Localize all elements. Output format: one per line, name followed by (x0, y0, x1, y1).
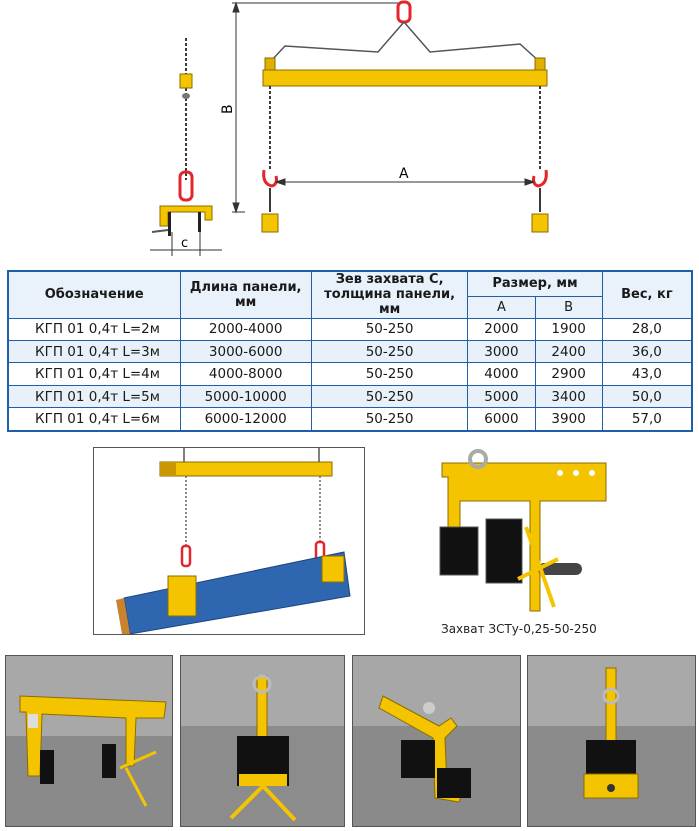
table-row: КГП 01 0,4т L=5м 5000-10000 50-250 5000 … (7, 384, 693, 409)
technical-diagram: B c A (150, 0, 549, 256)
dimension-a-label: A (399, 166, 409, 182)
cell-a: 6000 (467, 407, 536, 432)
cell-jaw: 50-250 (310, 317, 469, 341)
header-length: Длина панели, мм (179, 270, 312, 319)
photo-clamp-rear (527, 655, 696, 827)
cell-jaw: 50-250 (310, 339, 469, 364)
table-row: КГП 01 0,4т L=3м 3000-6000 50-250 3000 2… (7, 339, 693, 364)
cell-designation: КГП 01 0,4т L=2м (7, 317, 181, 341)
table-row: КГП 01 0,4т L=6м 6000-12000 50-250 6000 … (7, 407, 693, 432)
clamp-angle-illustration (353, 656, 520, 803)
cell-length: 3000-6000 (179, 339, 312, 364)
cell-b: 2400 (534, 339, 603, 364)
beam-panel-illustration (116, 448, 351, 634)
dimension-b (232, 1, 400, 214)
cell-length: 2000-4000 (179, 317, 312, 341)
clamp-caption: Захват ЗСТу-0,25-50-250 (441, 622, 597, 636)
cell-a: 3000 (467, 339, 536, 364)
cell-b: 3900 (534, 407, 603, 432)
table-row: КГП 01 0,4т L=4м 4000-8000 50-250 4000 2… (7, 362, 693, 386)
cell-b: 3400 (534, 384, 603, 409)
table-row: КГП 01 0,4т L=2м 2000-4000 50-250 2000 1… (7, 317, 693, 341)
photo-beam-with-panel (93, 447, 365, 635)
clamp-side-illustration (6, 656, 172, 807)
cell-length: 4000-8000 (179, 362, 312, 386)
cell-jaw: 50-250 (310, 362, 469, 386)
header-size: Размер, мм (467, 270, 603, 297)
cell-designation: КГП 01 0,4т L=3м (7, 339, 181, 364)
spec-table: Обозначение Длина панели, мм Зев захвата… (7, 270, 693, 432)
cell-weight: 36,0 (601, 339, 693, 364)
clamp-front-illustration (181, 656, 344, 822)
photo-clamp-front (180, 655, 345, 827)
cell-weight: 28,0 (601, 317, 693, 341)
header-jaw: Зев захвата С, толщина панели, мм (310, 270, 469, 319)
cell-designation: КГП 01 0,4т L=6м (7, 407, 181, 432)
cell-weight: 50,0 (601, 384, 693, 409)
header-designation: Обозначение (7, 270, 181, 319)
side-view-sling (151, 38, 213, 236)
header-weight: Вес, кг (601, 270, 693, 319)
cell-designation: КГП 01 0,4т L=5м (7, 384, 181, 409)
cell-a: 5000 (467, 384, 536, 409)
photo-clamp (430, 447, 610, 617)
cell-a: 2000 (467, 317, 536, 341)
cell-designation: КГП 01 0,4т L=4м (7, 362, 181, 386)
cell-b: 1900 (534, 317, 603, 341)
spreader-beam (261, 0, 549, 233)
cell-length: 6000-12000 (179, 407, 312, 432)
cell-jaw: 50-250 (310, 384, 469, 409)
cell-b: 2900 (534, 362, 603, 386)
clamp-rear-illustration (528, 656, 695, 799)
clamp-illustration (439, 449, 607, 612)
photo-clamp-side (5, 655, 173, 827)
dimension-c (150, 232, 222, 256)
dimension-a (274, 178, 536, 186)
cell-a: 4000 (467, 362, 536, 386)
cell-length: 5000-10000 (179, 384, 312, 409)
dimension-c-label: c (181, 236, 188, 251)
dimension-b-label: B (220, 104, 236, 114)
header-size-b: B (534, 295, 603, 319)
header-size-a: A (467, 295, 536, 319)
cell-jaw: 50-250 (310, 407, 469, 432)
cell-weight: 57,0 (601, 407, 693, 432)
cell-weight: 43,0 (601, 362, 693, 386)
photo-clamp-angle (352, 655, 521, 827)
